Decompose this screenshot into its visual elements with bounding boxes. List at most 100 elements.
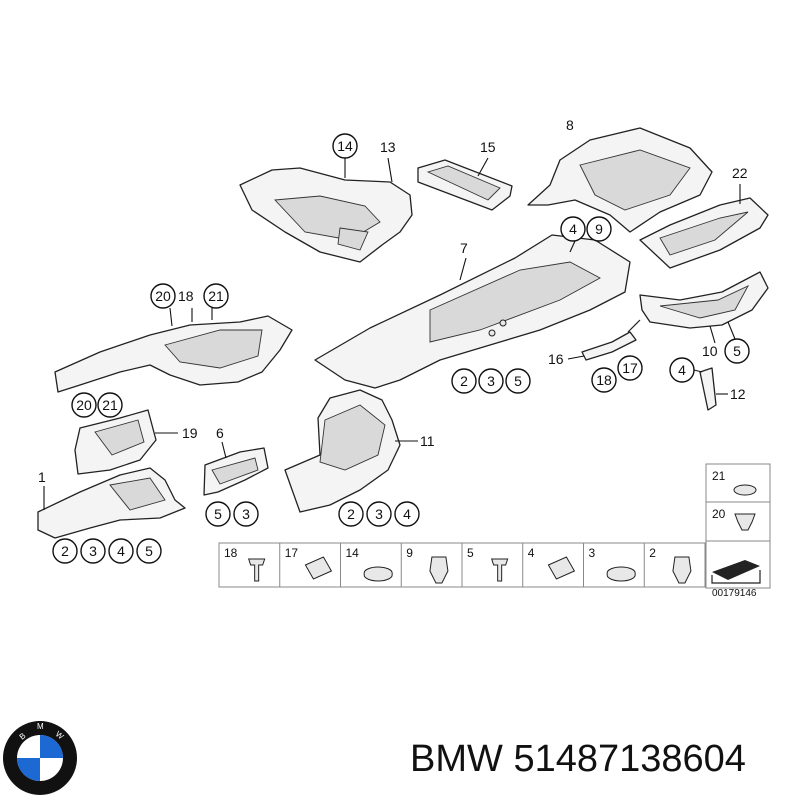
part-caption: BMW 51487138604 [410, 738, 746, 781]
callout-3-d: 3 [366, 501, 392, 527]
fastener-3-icon [606, 566, 636, 582]
washer-icon [733, 484, 757, 496]
hardware-column: 21 20 [711, 469, 761, 584]
fastener-5-icon [490, 558, 509, 582]
svg-text:20: 20 [76, 397, 92, 413]
label-16: 16 [548, 351, 564, 367]
part-15-plate [417, 159, 513, 211]
svg-text:3: 3 [375, 506, 383, 522]
direction-arrow-icon [712, 560, 760, 580]
label-18: 18 [178, 288, 194, 304]
callout-21-a: 21 [203, 283, 229, 309]
fastener-14-icon [363, 566, 393, 582]
part-16-bracket [581, 319, 641, 361]
fastener-17-icon [304, 556, 333, 580]
hw-label-3: 3 [589, 546, 596, 560]
callout-5-a: 5 [505, 368, 531, 394]
fastener-18-icon [247, 558, 266, 582]
hw-label-2: 2 [649, 546, 656, 560]
svg-text:18: 18 [596, 372, 612, 388]
callout-20-b: 20 [71, 392, 97, 418]
callout-2-a: 2 [451, 368, 477, 394]
callout-4-a: 4 [560, 216, 586, 242]
hw-label-18: 18 [224, 546, 238, 560]
part-13-shield [239, 167, 413, 263]
label-6: 6 [216, 425, 224, 441]
svg-text:2: 2 [347, 506, 355, 522]
part-left-front-shield [54, 315, 293, 393]
label-7: 7 [460, 240, 468, 256]
label-19: 19 [182, 425, 198, 441]
callout-2-b: 2 [52, 538, 78, 564]
label-11: 11 [420, 433, 435, 449]
svg-text:B: B [18, 731, 28, 741]
part-8-heat-shield [527, 127, 713, 233]
svg-text:3: 3 [487, 373, 495, 389]
svg-text:5: 5 [214, 506, 222, 522]
svg-text:4: 4 [569, 221, 577, 237]
svg-text:3: 3 [242, 506, 250, 522]
svg-text:5: 5 [145, 543, 153, 559]
part-22-panel [639, 197, 769, 269]
push-clip-icon [734, 513, 756, 531]
callout-5-d: 5 [205, 501, 231, 527]
callout-17-a: 17 [617, 355, 643, 381]
fastener-4-icon [547, 556, 576, 580]
svg-text:2: 2 [460, 373, 468, 389]
callout-3-a: 3 [478, 368, 504, 394]
part-10-shield [639, 271, 769, 329]
callout-3-c: 3 [233, 501, 259, 527]
part-7-tunnel-cover [314, 234, 631, 389]
label-12: 12 [730, 386, 746, 402]
label-10: 10 [702, 343, 718, 359]
fastener-9-icon [429, 556, 449, 584]
svg-text:2: 2 [61, 543, 69, 559]
svg-text:4: 4 [678, 362, 686, 378]
callout-4-c: 4 [108, 538, 134, 564]
svg-text:9: 9 [595, 221, 603, 237]
brand-name: BMW [410, 738, 503, 780]
fastener-2-icon [672, 556, 692, 584]
hw-label-21: 21 [712, 469, 726, 483]
svg-text:21: 21 [102, 397, 118, 413]
label-13: 13 [380, 139, 396, 155]
svg-text:17: 17 [622, 360, 638, 376]
label-8: 8 [566, 117, 574, 133]
part-number: 51487138604 [513, 738, 746, 780]
label-22: 22 [732, 165, 748, 181]
diagram-code: 00179146 [712, 588, 757, 599]
part-6-shield [203, 447, 269, 496]
svg-text:14: 14 [337, 138, 353, 154]
hw-label-9: 9 [406, 546, 413, 560]
callout-18-a: 18 [591, 367, 617, 393]
part-11-shield [284, 389, 401, 513]
svg-text:4: 4 [117, 543, 125, 559]
svg-text:20: 20 [155, 288, 171, 304]
hw-label-4: 4 [528, 546, 535, 560]
label-1: 1 [38, 469, 46, 485]
callout-14-a: 14 [332, 133, 358, 159]
callout-21-b: 21 [97, 392, 123, 418]
hw-label-5: 5 [467, 546, 474, 560]
svg-text:W: W [54, 729, 66, 741]
callout-20-a: 20 [150, 283, 176, 309]
hw-label-20: 20 [712, 507, 726, 521]
svg-text:21: 21 [208, 288, 224, 304]
svg-text:5: 5 [514, 373, 522, 389]
callout-2-c: 2 [338, 501, 364, 527]
callout-3-b: 3 [80, 538, 106, 564]
callout-9-a: 9 [586, 216, 612, 242]
hw-label-14: 14 [346, 546, 360, 560]
svg-text:3: 3 [89, 543, 97, 559]
svg-text:5: 5 [733, 343, 741, 359]
svg-text:4: 4 [403, 506, 411, 522]
bmw-roundel-icon: B M W [3, 721, 77, 795]
callout-5-c: 5 [136, 538, 162, 564]
callout-4-b: 4 [669, 357, 695, 383]
callout-5-b: 5 [724, 338, 750, 364]
part-12-bracket [699, 367, 717, 411]
part-1-shield [37, 467, 186, 539]
label-15: 15 [480, 139, 496, 155]
